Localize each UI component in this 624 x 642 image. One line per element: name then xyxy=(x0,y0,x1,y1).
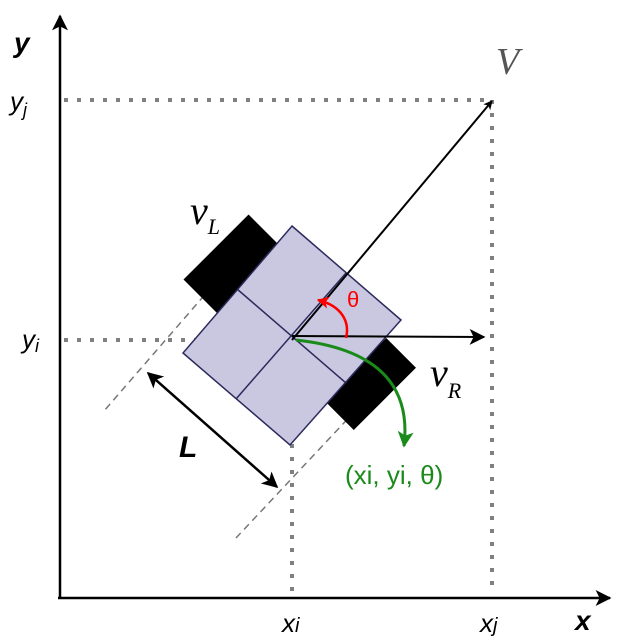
wheel-axis-lines xyxy=(103,267,373,539)
pose-arrow xyxy=(295,338,414,448)
right-wheel xyxy=(324,338,416,430)
left-wheel xyxy=(183,214,283,314)
y-axis-label: y xyxy=(12,27,31,58)
theta-label: θ xyxy=(347,287,359,312)
xi-label: xi xyxy=(280,608,300,638)
theta-arrow xyxy=(316,296,349,339)
right-wheel-axis-line xyxy=(235,392,373,539)
v-right-label: vR xyxy=(430,350,462,403)
yi-label: yi xyxy=(20,324,40,356)
xj-label: xj xyxy=(478,608,498,638)
length-label: L xyxy=(179,431,197,464)
x-axis-label: x xyxy=(573,605,592,636)
velocity-label: V xyxy=(496,41,523,83)
v-left-label: vL xyxy=(190,188,220,239)
yj-label: yj xyxy=(8,86,28,120)
left-wheel-axis-line xyxy=(103,267,229,412)
heading-arrow xyxy=(291,328,486,345)
length-arrow xyxy=(146,371,279,489)
velocity-arrow xyxy=(291,100,493,341)
pose-label: (xi, yi, θ) xyxy=(345,460,443,490)
